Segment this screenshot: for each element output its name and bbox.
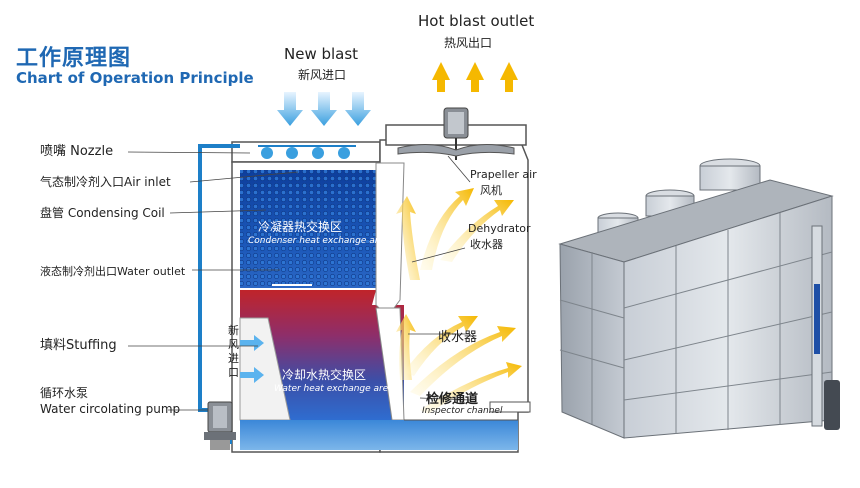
label-dehydrator-en: Dehydrator [468,222,531,235]
water-area-cn: 冷却水热交换区 [282,368,367,382]
label-pump-en: Water circolating pump [40,402,181,416]
label-condensing-coil: 盘管 Condensing Coil [40,206,165,220]
label-inspection-en: Inspector channel [422,406,503,416]
hot-blast-label: Hot blast outlet [418,12,535,30]
fresh-air-char-1: 新 [228,324,239,337]
condense-area-cn: 冷凝器热交换区 [258,220,343,234]
label-stuffing: 填料Stuffing [40,338,117,353]
label-dehydrator2-cn: 收水器 [438,330,478,345]
fresh-air-char-3: 进 [228,352,239,365]
hot-blast-arrows [432,62,518,92]
air-flow-arrows [396,188,522,414]
pump [204,401,236,450]
left-leader-lines [127,151,299,411]
label-propeller-en: Prapeller air [470,168,537,181]
new-blast-label: New blast [284,45,359,63]
water-basin [240,420,518,450]
product-photo [558,158,840,439]
new-blast-cn-label: 新风进口 [298,68,347,82]
title-cn: 工作原理图 [16,46,132,71]
fresh-air-char-4: 口 [228,366,239,379]
label-dehydrator-cn: 收水器 [470,238,503,251]
title-en: Chart of Operation Principle [16,69,254,87]
right-leader-lines [408,155,471,401]
label-water-outlet: 液态制冷剂出口Water outlet [40,265,186,278]
condense-area-en: Condenser heat exchange area [248,236,390,246]
water-area-en: Water heat exchange area [274,384,394,394]
fan-motor [397,107,515,160]
label-nozzle: 喷嘴 Nozzle [40,144,114,159]
new-blast-arrows [277,92,371,126]
label-propeller-cn: 风机 [480,184,502,197]
fresh-air-arrows [240,335,264,383]
label-inspection-cn: 检修通道 [426,392,479,407]
label-air-inlet: 气态制冷剂入口Air inlet [40,175,171,189]
fresh-air-char-2: 风 [228,338,239,351]
label-pump-cn: 循环水泵 [40,386,89,400]
nozzles [261,147,350,159]
hot-blast-cn-label: 热风出口 [444,36,493,50]
